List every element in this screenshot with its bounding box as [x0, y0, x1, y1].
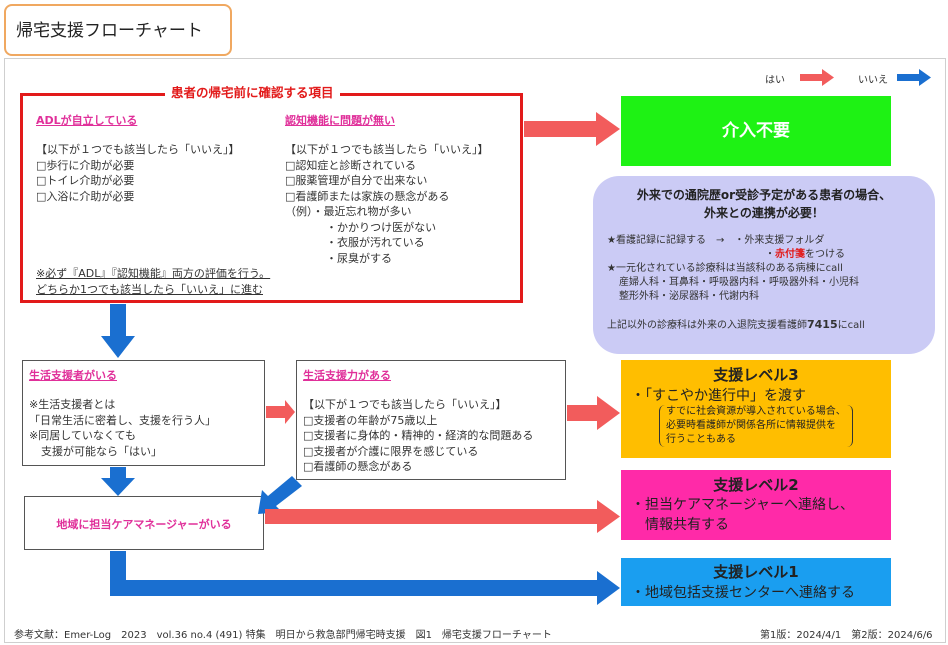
- arrow-check-yes: [524, 112, 620, 146]
- support-person-notes: ※生活支援者とは 「日常生活に密着し、支援を行う人」 ※同居していなくても 支援…: [29, 397, 216, 459]
- check-items-title: 患者の帰宅前に確認する項目: [165, 82, 340, 101]
- check-items-box: ADLが自立している 【以下が１つでも該当したら「いいえ」】 □歩行に介助が必要…: [20, 93, 523, 303]
- support-ability-line: □支援者に身体的・精神的・経済的な問題ある: [303, 429, 534, 442]
- other-prefix: 上記以外の診療科は外来の入退院支援看護師: [607, 320, 807, 331]
- support-person-box: 生活支援者がいる ※生活支援者とは 「日常生活に密着し、支援を行う人」 ※同居し…: [22, 360, 265, 466]
- cognition-line: 【以下が１つでも該当したら「いいえ」】: [285, 143, 489, 156]
- version-note: 第1版：2024/4/1 第2版：2024/6/6: [760, 630, 933, 641]
- outpatient-coordination-box: 外来での通院歴or受診予定がある患者の場合、 外来との連携が必要！ ★看護記録に…: [593, 176, 935, 354]
- check-note-line: ※必ず『ADL』『認知機能』両方の評価を行う。: [36, 267, 271, 280]
- outpatient-title: 外来での通院歴or受診予定がある患者の場合、 外来との連携が必要！: [593, 186, 935, 222]
- level3-sub-line: 必要時看護師が関係各所に情報提供を: [666, 420, 836, 431]
- level3-sub-line: すでに社会資源が導入されている場合、: [666, 406, 846, 417]
- outpatient-unified: ★一元化されている診療科は当該科のある病棟にcall 産婦人科・耳鼻科・呼吸器内…: [607, 262, 859, 304]
- support-ability-line: □看護師の懸念がある: [303, 460, 413, 473]
- outpatient-record: ★看護記録に記録する → ・外来支援フォルダ: [607, 235, 825, 246]
- support-ability-heading: 生活支援力がある: [303, 369, 391, 382]
- level1-line: ・地域包括支援センターへ連絡する: [631, 585, 855, 601]
- adl-line: □歩行に介助が必要: [36, 158, 135, 172]
- legend-yes-arrow: [800, 69, 834, 86]
- arrow-person-no: [101, 467, 135, 496]
- tag-prefix: ・: [765, 249, 775, 260]
- level3-main: ・「すこやか進行中」を渡す: [631, 388, 806, 404]
- support-person-line: ※生活支援者とは: [29, 398, 116, 411]
- support-person-heading: 生活支援者がいる: [29, 369, 117, 382]
- tag-suffix: をつける: [805, 249, 845, 260]
- outpatient-tag: ・赤付箋をつける: [765, 248, 845, 262]
- level2-line: ・担当ケアマネージャーへ連絡し、: [631, 497, 855, 513]
- title-tab: [4, 4, 232, 56]
- adl-list: 【以下が１つでも該当したら「いいえ」】 □歩行に介助が必要 □トイレ介助が必要 …: [36, 142, 240, 204]
- check-note: ※必ず『ADL』『認知機能』両方の評価を行う。 どちらか1つでも該当したら「いい…: [36, 266, 270, 297]
- level3-sub-line: 行うこともある: [666, 434, 736, 445]
- cognition-line: □看護師または家族の懸念がある: [285, 189, 450, 203]
- care-manager-label: 地域に担当ケアマネージャーがいる: [56, 518, 232, 531]
- no-intervention-box: 介入不要: [621, 96, 891, 166]
- outpatient-title-line: 外来での通院歴or受診予定がある患者の場合、: [636, 188, 892, 202]
- arrow-ability-no: [258, 476, 302, 514]
- cognition-line: ・かかりつけ医がない: [326, 220, 437, 234]
- support-ability-line: □支援者の年齢が75歳以上: [303, 413, 438, 427]
- cognition-line: ・衣服が汚れている: [326, 236, 425, 249]
- other-suffix: にcall: [837, 320, 865, 331]
- support-level-3-box: 支援レベル3 ・「すこやか進行中」を渡す すでに社会資源が導入されている場合、 …: [621, 360, 891, 458]
- page-title: 帰宅支援フローチャート: [16, 21, 203, 41]
- check-note-line: どちらか1つでも該当したら「いいえ」に進む: [36, 282, 263, 296]
- support-person-line: ※同居していなくても: [29, 429, 137, 442]
- cognition-line: （例）・最近忘れ物が多い: [285, 205, 412, 218]
- support-ability-line: 【以下が１つでも該当したら「いいえ」】: [303, 398, 507, 411]
- adl-line: 【以下が１つでも該当したら「いいえ」】: [36, 143, 240, 156]
- reference-note: 参考文献：Emer-Log 2023 vol.36 no.4 (491) 特集 …: [14, 630, 552, 641]
- legend-yes-label: はい: [765, 75, 785, 86]
- outpatient-title-line: 外来との連携が必要！: [704, 206, 824, 220]
- support-ability-line: □支援者が介護に限界を感じている: [303, 444, 479, 458]
- cognition-line: □認知症と診断されている: [285, 158, 417, 172]
- level2-line: 情報共有する: [645, 517, 729, 533]
- care-manager-box: 地域に担当ケアマネージャーがいる: [24, 496, 264, 550]
- level3-sub: すでに社会資源が導入されている場合、 必要時看護師が関係各所に情報提供を 行うこ…: [659, 405, 853, 447]
- arrow-care-yes: [265, 500, 620, 533]
- arrow-check-no: [101, 304, 135, 358]
- support-level-1-box: 支援レベル1 ・地域包括支援センターへ連絡する: [621, 558, 891, 606]
- red-sticky-label: 赤付箋: [775, 249, 805, 260]
- support-ability-list: 【以下が１つでも該当したら「いいえ」】 □支援者の年齢が75歳以上 □支援者に身…: [303, 397, 533, 475]
- cognition-line: □服薬管理が自分で出来ない: [285, 174, 428, 187]
- legend-no-arrow: [897, 69, 931, 86]
- unified-line: ★一元化されている診療科は当該科のある病棟にcall: [607, 263, 843, 274]
- arrow-ability-yes: [567, 396, 620, 430]
- outpatient-other: 上記以外の診療科は外来の入退院支援看護師7415にcall: [607, 318, 865, 333]
- level3-title: 支援レベル3: [713, 366, 799, 384]
- cognition-line: ・尿臭がする: [326, 251, 392, 265]
- support-person-line: 支援が可能なら「はい」: [41, 444, 162, 458]
- unified-line: 整形外科・泌尿器科・代謝内科: [619, 291, 759, 302]
- level1-title: 支援レベル1: [713, 563, 799, 581]
- support-ability-box: 生活支援力がある 【以下が１つでも該当したら「いいえ」】 □支援者の年齢が75歳…: [296, 360, 566, 480]
- level2-title: 支援レベル2: [713, 476, 799, 494]
- adl-line: □トイレ介助が必要: [36, 174, 135, 187]
- adl-line: □入浴に介助が必要: [36, 189, 135, 203]
- cognition-list: 【以下が１つでも該当したら「いいえ」】 □認知症と診断されている □服薬管理が自…: [285, 142, 489, 266]
- arrow-care-no: [110, 551, 620, 605]
- adl-heading: ADLが自立している: [36, 114, 138, 127]
- legend-no-label: いいえ: [858, 75, 888, 86]
- support-level-2-box: 支援レベル2 ・担当ケアマネージャーへ連絡し、 情報共有する: [621, 470, 891, 540]
- extension-number: 7415: [807, 318, 838, 331]
- unified-line: 産婦人科・耳鼻科・呼吸器内科・呼吸器外科・小児科: [619, 277, 859, 288]
- arrow-person-yes: [266, 400, 295, 424]
- cognition-heading: 認知機能に問題が無い: [285, 114, 395, 127]
- support-person-line: 「日常生活に密着し、支援を行う人」: [29, 413, 216, 427]
